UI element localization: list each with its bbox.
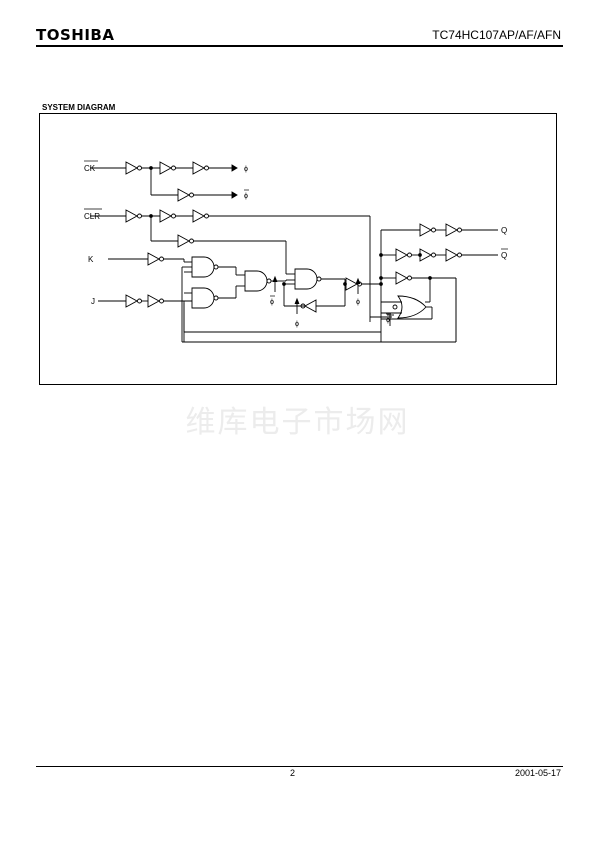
clr-label: CLR	[84, 212, 100, 221]
k-label: K	[88, 255, 94, 264]
j-label: J	[91, 297, 95, 306]
toshiba-logo: TOSHIBA	[36, 26, 115, 44]
middle-transmission	[343, 277, 381, 294]
output-logic	[181, 223, 498, 343]
nand-gate-latch	[282, 268, 345, 307]
transmission-gate-1	[272, 275, 278, 292]
system-diagram: CK CLR K J Q Q ϕ ϕ ϕ ϕ ϕ ϕ	[39, 113, 557, 385]
phi-bar-label-1: ϕ	[270, 299, 274, 306]
header-rule	[36, 45, 563, 47]
part-number: TC74HC107AP/AF/AFN	[432, 28, 561, 42]
nand-gate-j	[184, 285, 245, 309]
page-number: 2	[290, 768, 296, 778]
phi-bar-label-ck: ϕ	[244, 193, 248, 200]
k-chain	[108, 252, 192, 266]
logic-diagram-svg: CK CLR K J Q Q ϕ ϕ ϕ ϕ ϕ ϕ	[84, 160, 508, 343]
ck-label: CK	[84, 164, 96, 173]
q-label: Q	[501, 226, 507, 235]
q-bar-label: Q	[501, 251, 507, 260]
j-chain	[98, 294, 192, 342]
nand-gate-combine	[244, 270, 295, 292]
document-date: 2001-05-17	[514, 768, 561, 778]
phi-bar-label-4: ϕ	[386, 317, 390, 324]
watermark: 维库电子市场网	[185, 405, 410, 440]
phi-label-ck: ϕ	[244, 166, 248, 173]
clr-chain	[90, 209, 392, 318]
nand-gate-k	[184, 256, 245, 278]
phi-label-3: ϕ	[356, 299, 360, 306]
footer-rule	[36, 766, 563, 767]
feedback-inverter-1	[294, 279, 346, 314]
phi-label-2: ϕ	[295, 321, 299, 328]
section-title: SYSTEM DIAGRAM	[42, 103, 116, 112]
ck-chain	[90, 161, 238, 202]
